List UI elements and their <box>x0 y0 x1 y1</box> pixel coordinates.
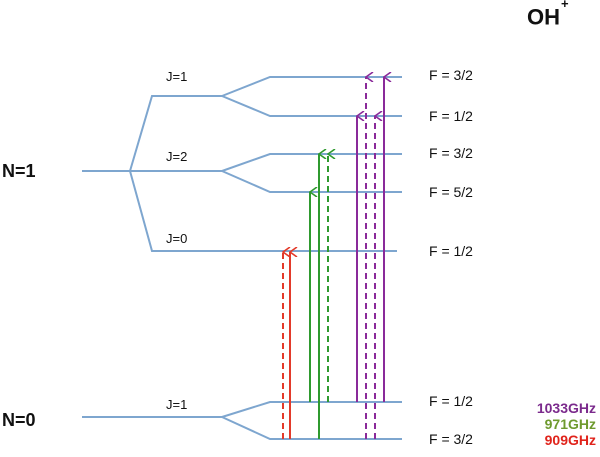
level-line-n0-split-lower <box>221 416 402 440</box>
f-label-1: F = 3/2 <box>429 67 473 83</box>
f-label-7: F = 3/2 <box>429 431 473 447</box>
f-label-6: F = 1/2 <box>429 393 473 409</box>
molecule-title: OH+ <box>527 0 569 30</box>
legend-1033ghz: 1033GHz <box>536 400 596 416</box>
f-label-5: F = 1/2 <box>429 243 473 259</box>
j-label-n1-j0: J=0 <box>166 231 188 246</box>
level-line-n1-branch-j0 <box>129 170 222 252</box>
level-line-j1-split-upper <box>221 76 402 97</box>
molecule-title-text: OH <box>527 4 560 30</box>
f-label-2: F = 1/2 <box>429 108 473 124</box>
j-label-n1-j1: J=1 <box>166 69 188 84</box>
j-label-n0-j1: J=1 <box>166 397 188 412</box>
level-lines <box>82 76 402 440</box>
f-label-4: F = 5/2 <box>429 184 473 200</box>
level-line-j1-split-lower <box>221 95 402 117</box>
level-line-n1-branch-j1 <box>129 95 222 172</box>
legend-909ghz: 909GHz <box>544 432 596 448</box>
legend-971ghz: 971GHz <box>544 416 596 432</box>
manifold-label-n1: N=1 <box>2 161 36 181</box>
j-label-n1-j2: J=2 <box>166 149 188 164</box>
molecule-charge: + <box>561 0 569 11</box>
manifold-label-n0: N=0 <box>2 410 36 430</box>
transition-arrows <box>282 77 384 439</box>
f-label-3: F = 3/2 <box>429 145 473 161</box>
